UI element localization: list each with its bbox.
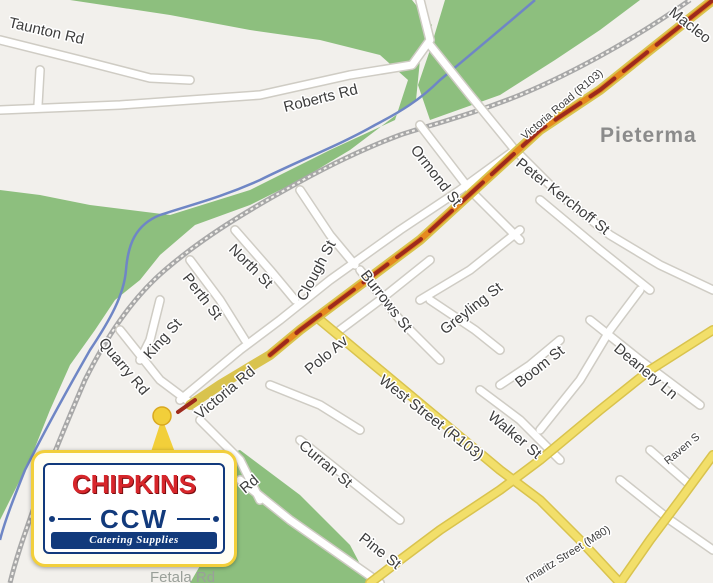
business-logo-card[interactable]: CHIPKINS CCW Catering Supplies — [31, 450, 237, 567]
park-upper — [0, 0, 432, 520]
main-roads — [315, 315, 713, 583]
logo-sub-brand: CCW — [99, 503, 169, 534]
label-peter-kerchoff-st: Peter Kerchoff St — [513, 155, 614, 239]
logo-brand-name: CHIPKINS — [71, 469, 197, 499]
label-area-pietermaritzburg: Pieterma — [600, 124, 697, 147]
location-pin-icon[interactable] — [150, 406, 176, 455]
river — [0, 0, 536, 541]
logo-dot-right — [213, 516, 219, 522]
park-top-right — [418, 0, 640, 120]
label-polo-av: Polo Av — [302, 332, 352, 378]
logo-tagline: Catering Supplies — [51, 532, 217, 549]
label-west-street-r103: West Street (R103) — [376, 372, 487, 464]
logo-line-right — [177, 518, 210, 520]
label-faded-road: Fetala Rd — [150, 569, 215, 583]
label-raven-st: Raven S — [662, 431, 702, 467]
logo-dot-left — [49, 516, 55, 522]
logo-frame: CHIPKINS CCW Catering Supplies — [43, 463, 225, 554]
logo-sub-brand-row: CCW — [49, 504, 219, 534]
logo-line-left — [58, 518, 91, 520]
label-curran-st: Curran St — [295, 437, 356, 492]
victoria-road-traffic — [176, 0, 713, 414]
